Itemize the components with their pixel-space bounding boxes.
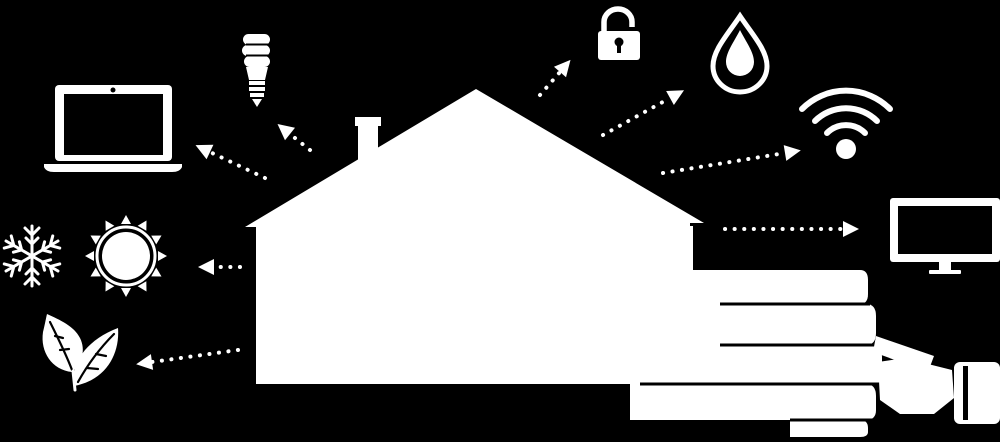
hand-holding-smartphone-icon — [630, 270, 1000, 437]
light-bulb-icon — [242, 34, 270, 107]
arrow-to-water-drop — [601, 90, 685, 137]
house-icon — [245, 89, 704, 384]
leaves-icon — [42, 314, 119, 392]
arrow-to-leaves — [136, 348, 240, 370]
laptop-icon — [44, 85, 182, 172]
arrow-to-light-bulb — [277, 124, 312, 152]
wifi-icon — [799, 87, 893, 159]
padlock-icon — [598, 6, 640, 60]
arrow-to-padlock — [538, 59, 571, 97]
water-drop-icon — [710, 11, 770, 95]
arrow-to-laptop — [195, 144, 267, 180]
snowflake-icon — [2, 224, 62, 288]
sun-icon — [85, 215, 167, 297]
monitor-icon — [890, 198, 1000, 274]
arrow-to-wifi — [661, 145, 801, 175]
